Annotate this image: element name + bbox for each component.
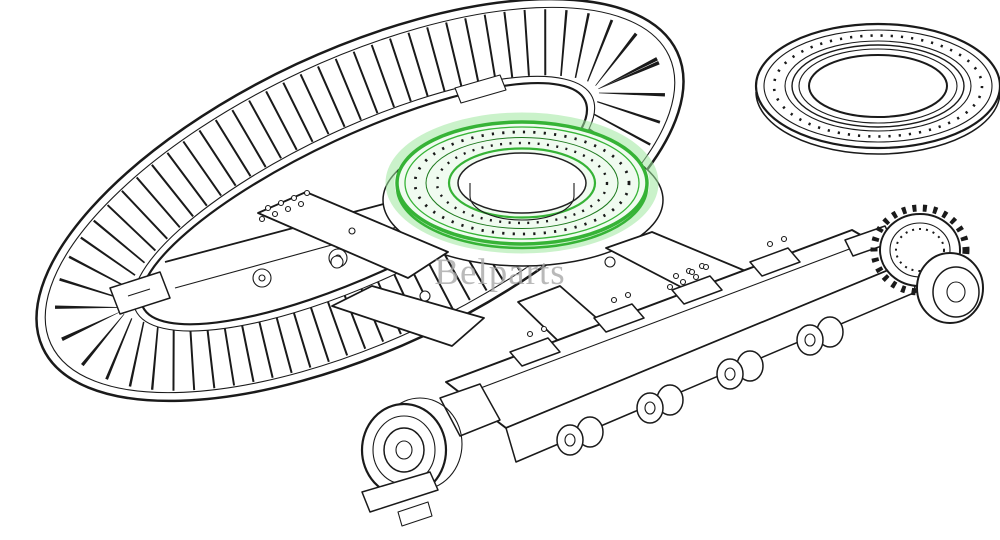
beam-side-face bbox=[505, 261, 917, 463]
track-shoe-plate bbox=[361, 471, 439, 513]
right-track-frame bbox=[360, 204, 984, 527]
frame-hole bbox=[419, 290, 431, 302]
ring-outer-rim-2 bbox=[404, 126, 640, 240]
bottom-rollers bbox=[556, 316, 844, 456]
ring-bolt-circle-outer bbox=[413, 130, 631, 236]
beam-supports bbox=[509, 225, 894, 367]
bracket-detail bbox=[127, 288, 151, 297]
side-frame-bracket bbox=[109, 271, 171, 315]
sprocket-teeth bbox=[870, 204, 970, 296]
drum-hub bbox=[946, 281, 966, 303]
roller-hub bbox=[258, 274, 266, 282]
watermark-text: Belparts bbox=[434, 252, 565, 293]
detached-inner-rim-2 bbox=[798, 48, 958, 124]
detached-inner-rim bbox=[791, 44, 965, 128]
idler-yoke bbox=[439, 383, 501, 437]
frame-leg-rear-left bbox=[331, 285, 485, 347]
ring-bore-edge bbox=[457, 152, 587, 214]
detached-race-line bbox=[784, 40, 972, 132]
idler-hub bbox=[395, 440, 413, 460]
detached-bore-edge bbox=[808, 54, 948, 118]
track-link-detail bbox=[454, 74, 507, 104]
frame-leg-front-left bbox=[257, 191, 449, 279]
slewing-ring-detached bbox=[754, 22, 1000, 155]
slewing-ring-highlighted bbox=[385, 112, 659, 254]
ring-bolt-circle-inner bbox=[435, 141, 609, 225]
detached-outer-rim-2 bbox=[763, 29, 993, 143]
ring-outer-rim bbox=[395, 120, 649, 246]
ring-side-wall bbox=[395, 186, 649, 250]
frame-hole bbox=[348, 227, 356, 235]
detached-bolt-circle bbox=[772, 34, 984, 138]
sprocket-assembly bbox=[870, 204, 984, 324]
detached-side-wall bbox=[755, 91, 1000, 155]
frame-hole bbox=[604, 256, 616, 268]
track-shoe-plate-2 bbox=[397, 501, 433, 527]
frame-hole bbox=[330, 255, 344, 269]
beam-top-line bbox=[469, 244, 861, 393]
ring-face bbox=[397, 122, 647, 244]
ring-bore-cylinder bbox=[469, 183, 575, 221]
ring-race-line bbox=[425, 137, 619, 229]
bolt-row-left bbox=[258, 189, 311, 223]
ring-inner-rim bbox=[447, 147, 597, 219]
idler-wheel bbox=[360, 383, 501, 527]
